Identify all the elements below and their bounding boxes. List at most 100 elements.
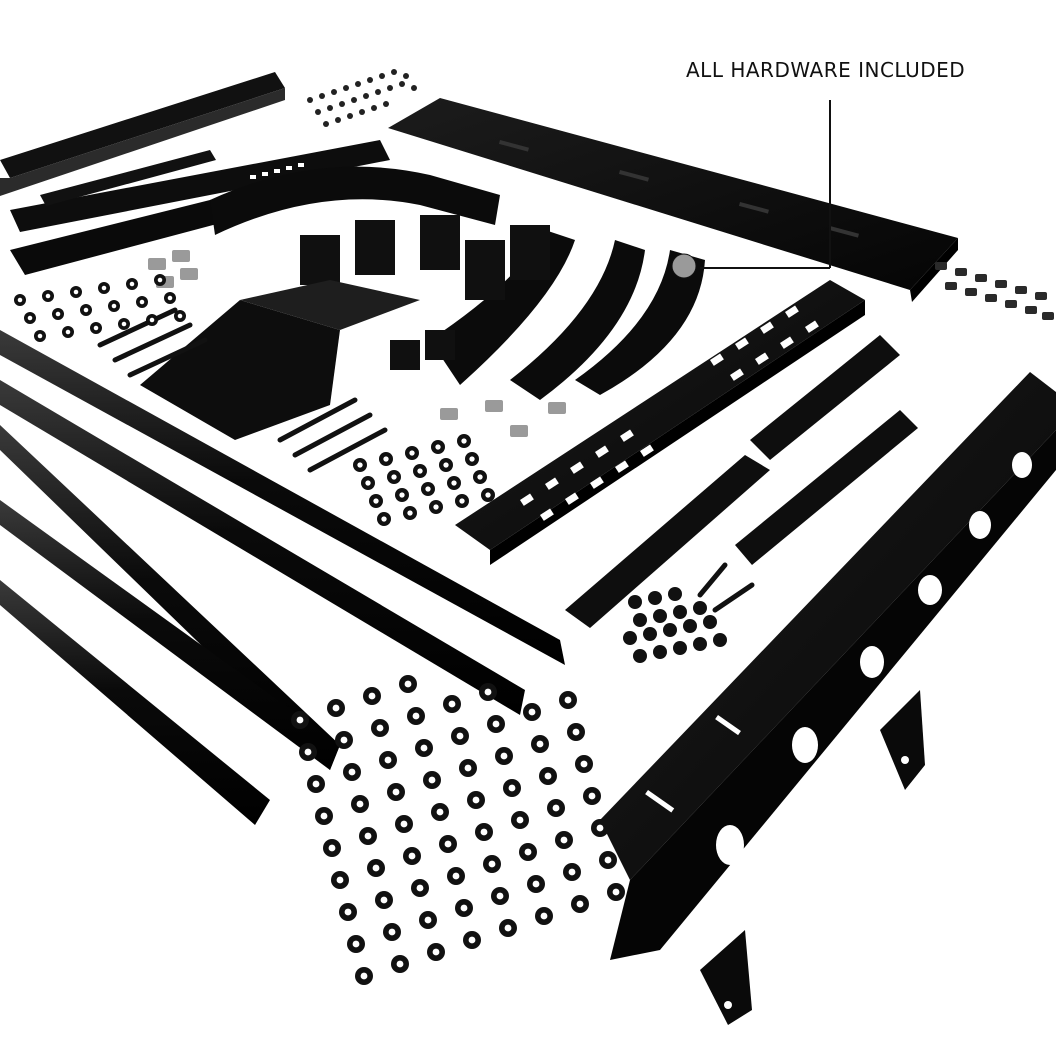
- washer-hole: [388, 928, 396, 936]
- washer-hole: [456, 732, 464, 740]
- washer-hole: [17, 297, 23, 303]
- washer-hole: [348, 768, 356, 776]
- washer-hole: [451, 480, 457, 486]
- washer-hole: [384, 756, 392, 764]
- washer-hole: [433, 504, 439, 510]
- washer-hole: [177, 313, 183, 319]
- washer-hole: [27, 315, 33, 321]
- washer-hole: [444, 840, 452, 848]
- washer-hole: [312, 780, 320, 788]
- rubber-strips: [565, 335, 918, 628]
- washer-hole: [167, 295, 173, 301]
- washer-hole: [111, 303, 117, 309]
- washer-hole: [296, 716, 304, 724]
- washer-hole: [399, 492, 405, 498]
- washer-hole: [604, 856, 612, 864]
- long-rail-bracket-right: [600, 372, 1056, 1025]
- washer-hole: [381, 516, 387, 522]
- washer-hole: [532, 880, 540, 888]
- washer-hole: [373, 498, 379, 504]
- washer-hole: [101, 285, 107, 291]
- washer-hole: [568, 868, 576, 876]
- washer-hole: [468, 936, 476, 944]
- washer-hole: [572, 728, 580, 736]
- washer-hole: [376, 724, 384, 732]
- washer-hole: [364, 832, 372, 840]
- washer-hole: [368, 692, 376, 700]
- washer-hole: [357, 462, 363, 468]
- washer-hole: [129, 281, 135, 287]
- top-left-rail-bracket: [0, 72, 285, 196]
- washer-hole: [383, 456, 389, 462]
- washer-hole: [460, 904, 468, 912]
- washer-hole: [139, 299, 145, 305]
- washer-hole: [516, 816, 524, 824]
- callout-leader: [671, 100, 831, 279]
- callout-label: ALL HARDWARE INCLUDED: [686, 58, 966, 82]
- washer-hole: [380, 896, 388, 904]
- washer-hole: [432, 948, 440, 956]
- washer-hole: [544, 772, 552, 780]
- washer-hole: [73, 289, 79, 295]
- washer-hole: [404, 680, 412, 688]
- washer-hole: [332, 704, 340, 712]
- washer-hole: [157, 277, 163, 283]
- washer-hole: [409, 450, 415, 456]
- perforated-mounting-plate: [455, 280, 865, 565]
- washer-hole: [352, 940, 360, 948]
- washer-hole: [484, 688, 492, 696]
- washer-hole: [564, 696, 572, 704]
- washer-hole: [83, 307, 89, 313]
- washer-hole: [448, 700, 456, 708]
- washer-hole: [500, 752, 508, 760]
- washer-hole: [365, 480, 371, 486]
- washer-hole: [485, 492, 491, 498]
- washer-hole: [488, 860, 496, 868]
- washer-hole: [443, 462, 449, 468]
- top-right-crossbar-plate: [388, 98, 958, 302]
- washer-hole: [391, 474, 397, 480]
- washer-hole: [372, 864, 380, 872]
- washer-hole: [400, 820, 408, 828]
- washer-hole: [560, 836, 568, 844]
- washer-hole: [121, 321, 127, 327]
- washer-hole: [340, 736, 348, 744]
- washer-hole: [469, 456, 475, 462]
- washer-hole: [580, 760, 588, 768]
- washer-hole: [504, 924, 512, 932]
- washer-hole: [472, 796, 480, 804]
- washer-hole: [464, 764, 472, 772]
- tray-bracket: [140, 280, 420, 440]
- washer-hole: [596, 824, 604, 832]
- bolts-top-cluster: [307, 69, 417, 127]
- washer-hole: [408, 852, 416, 860]
- washer-hole: [536, 740, 544, 748]
- washer-hole: [336, 876, 344, 884]
- washer-hole: [416, 884, 424, 892]
- washer-hole: [424, 916, 432, 924]
- nuts-cluster: [623, 587, 727, 663]
- washer-hole: [428, 776, 436, 784]
- washer-hole: [420, 744, 428, 752]
- washer-hole: [149, 317, 155, 323]
- gray-spacers: [148, 250, 566, 437]
- washer-hole: [55, 311, 61, 317]
- washer-hole: [528, 708, 536, 716]
- washer-hole: [588, 792, 596, 800]
- washer-hole: [480, 828, 488, 836]
- washer-hole: [304, 748, 312, 756]
- washer-hole: [436, 808, 444, 816]
- washer-hole: [407, 510, 413, 516]
- washer-hole: [417, 468, 423, 474]
- washer-hole: [612, 888, 620, 896]
- extrusion-rails: [0, 330, 565, 825]
- washer-hole: [452, 872, 460, 880]
- washer-hole: [540, 912, 548, 920]
- washer-hole: [45, 293, 51, 299]
- washer-hole: [392, 788, 400, 796]
- washer-hole: [37, 333, 43, 339]
- washer-hole: [360, 972, 368, 980]
- washer-hole: [320, 812, 328, 820]
- washer-hole: [328, 844, 336, 852]
